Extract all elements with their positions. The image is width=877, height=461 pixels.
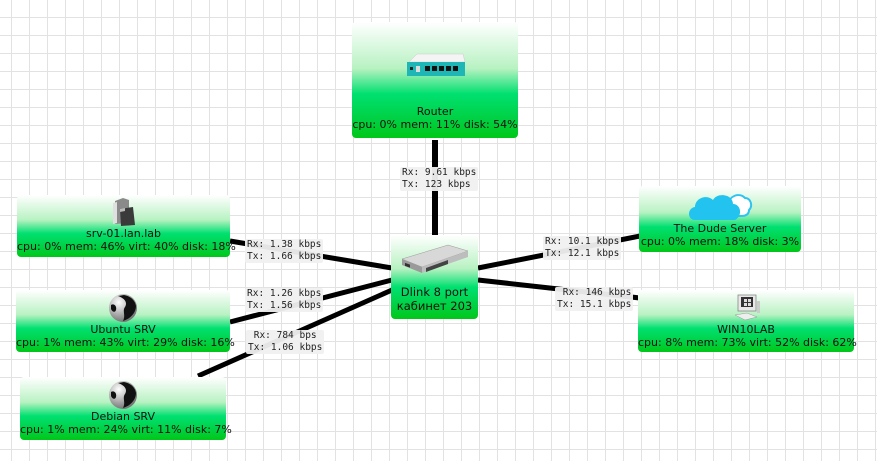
device-name: Dlink 8 port xyxy=(400,285,469,299)
device-location: кабинет 203 xyxy=(396,299,473,313)
tx-rate: Tx: 1.06 kbps xyxy=(248,342,323,353)
rx-rate: Rx: 784 bps xyxy=(253,330,317,341)
computer-icon xyxy=(734,294,760,321)
rx-rate: Rx: 146 kbps xyxy=(562,287,632,298)
device-name: Router xyxy=(416,105,454,118)
device-name: The Dude Server xyxy=(673,222,767,235)
device-debian[interactable]: Debian SRV cpu: 1% mem: 24% virt: 11% di… xyxy=(20,377,232,440)
device-stats: cpu: 1% mem: 43% virt: 29% disk: 16% xyxy=(16,336,235,349)
globe-icon xyxy=(109,381,137,409)
device-name: Debian SRV xyxy=(90,410,156,423)
device-dlink[interactable]: Dlink 8 port кабинет 203 xyxy=(391,235,478,319)
device-stats: cpu: 0% mem: 18% disk: 3% xyxy=(640,235,800,248)
link-label-srv01: Rx: 1.38 kbps Tx: 1.66 kbps xyxy=(245,239,324,263)
cloud-icon xyxy=(689,194,753,220)
router-icon xyxy=(407,53,466,76)
server-icon xyxy=(112,198,135,226)
rx-rate: Rx: 9.61 kbps xyxy=(402,167,477,178)
device-stats: cpu: 0% mem: 46% virt: 40% disk: 18% xyxy=(17,240,236,253)
tx-rate: Tx: 1.66 kbps xyxy=(247,251,322,262)
switch-icon xyxy=(400,244,469,273)
device-stats: cpu: 1% mem: 24% virt: 11% disk: 7% xyxy=(20,423,232,436)
rx-rate: Rx: 1.38 kbps xyxy=(247,239,322,250)
device-name: Ubuntu SRV xyxy=(90,323,156,336)
device-stats: cpu: 8% mem: 73% virt: 52% disk: 62% xyxy=(638,336,857,349)
device-srv01[interactable]: srv-01.lan.lab cpu: 0% mem: 46% virt: 40… xyxy=(17,195,236,257)
link-label-dude: Rx: 10.1 kbps Tx: 12.1 kbps xyxy=(543,236,622,260)
link-label-win10: Rx: 146 kbps Tx: 15.1 kbps xyxy=(555,287,634,311)
link-label-debian: Rx: 784 bps Tx: 1.06 kbps xyxy=(246,330,325,354)
device-name: WIN10LAB xyxy=(717,323,775,336)
device-stats: cpu: 0% mem: 11% disk: 54% xyxy=(352,118,518,131)
link-label-ubuntu: Rx: 1.26 kbps Tx: 1.56 kbps xyxy=(245,288,324,312)
link-label-router: Rx: 9.61 kbps Tx: 123 kbps xyxy=(400,167,479,191)
device-router[interactable]: Router cpu: 0% mem: 11% disk: 54% xyxy=(352,22,518,138)
tx-rate: Tx: 15.1 kbps xyxy=(557,299,632,310)
tx-rate: Tx: 123 kbps xyxy=(402,179,471,190)
tx-rate: Tx: 1.56 kbps xyxy=(247,300,322,311)
rx-rate: Rx: 10.1 kbps xyxy=(545,236,620,247)
device-win10lab[interactable]: WIN10LAB cpu: 8% mem: 73% virt: 52% disk… xyxy=(638,290,857,352)
device-dude-server[interactable]: The Dude Server cpu: 0% mem: 18% disk: 3… xyxy=(639,186,801,252)
device-ubuntu[interactable]: Ubuntu SRV cpu: 1% mem: 43% virt: 29% di… xyxy=(16,290,235,352)
globe-icon xyxy=(109,294,137,322)
tx-rate: Tx: 12.1 kbps xyxy=(545,248,620,259)
rx-rate: Rx: 1.26 kbps xyxy=(247,288,322,299)
device-name: srv-01.lan.lab xyxy=(86,227,161,240)
